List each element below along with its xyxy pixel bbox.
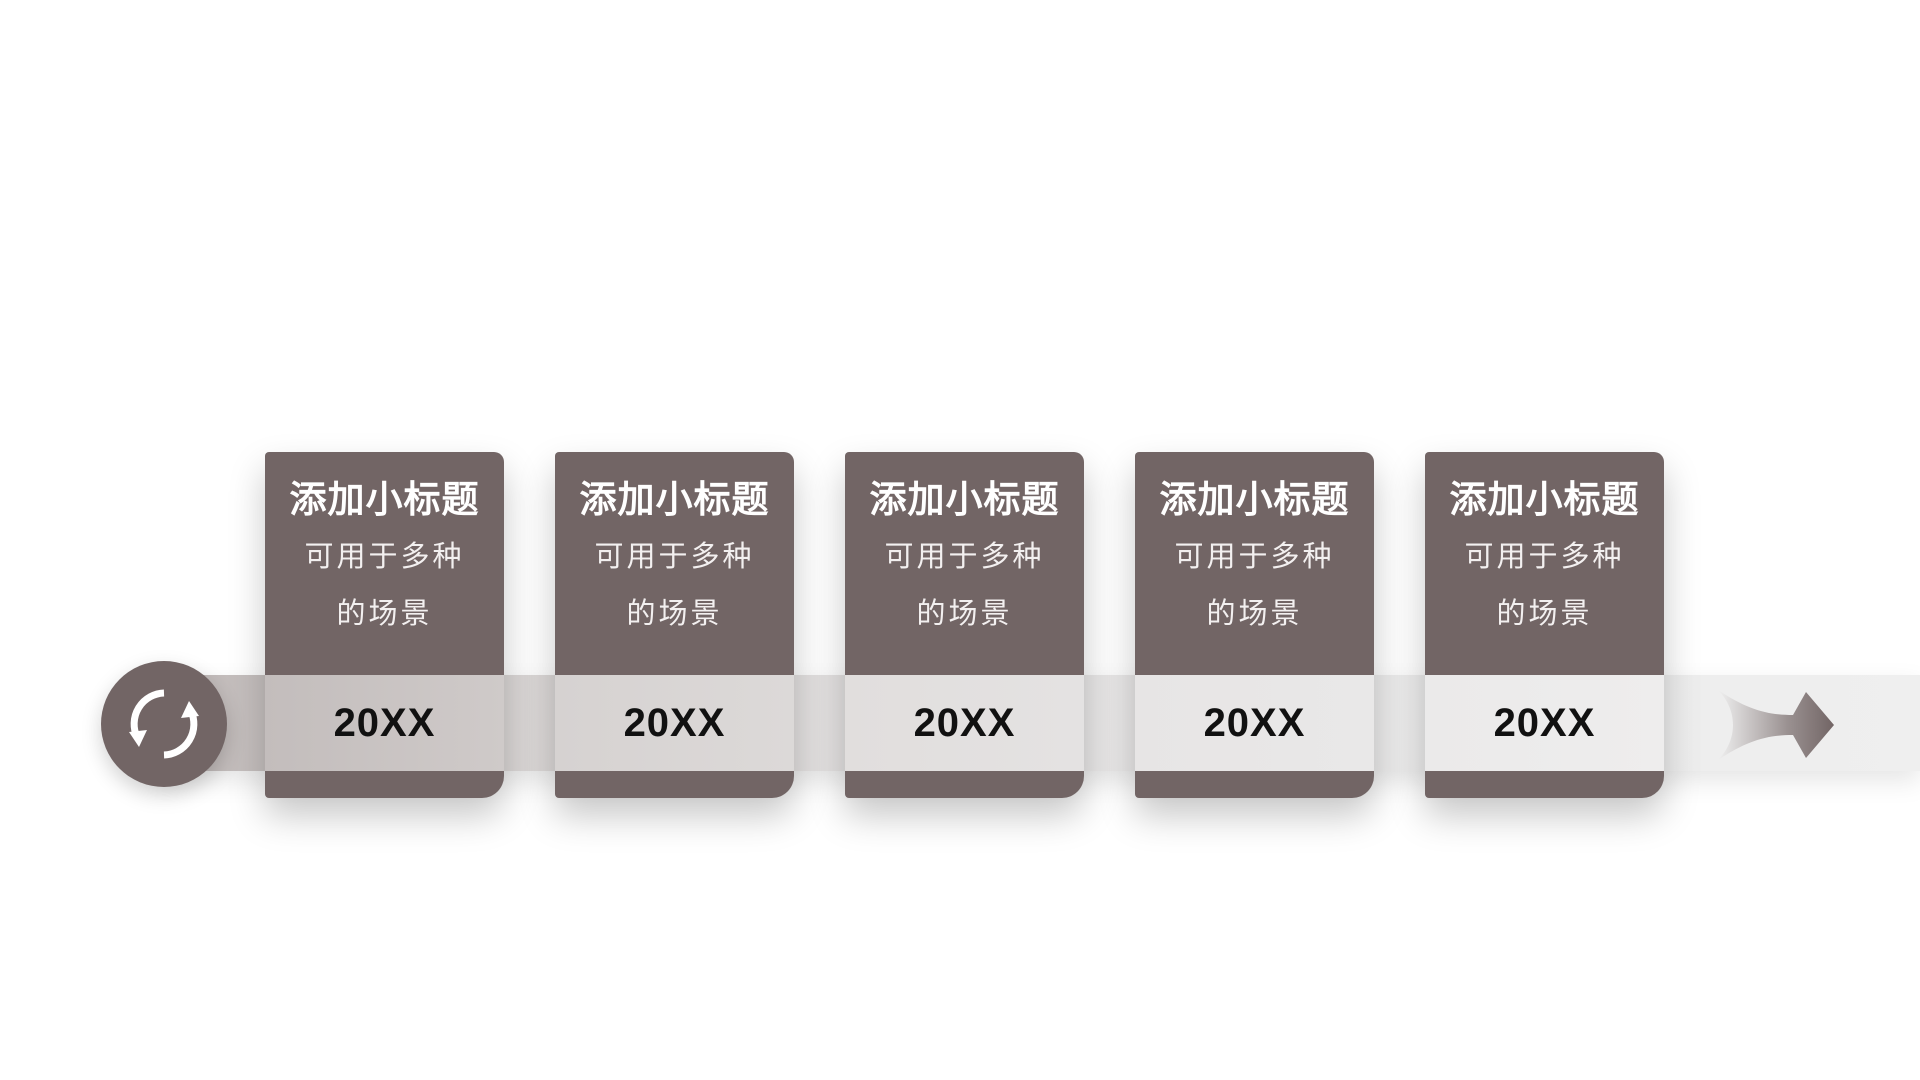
timeline-card: 添加小标题 可用于多种的场景 20XX — [265, 452, 504, 798]
card-band-overlay — [1425, 675, 1664, 771]
card-year: 20XX — [1493, 700, 1596, 745]
card-title: 添加小标题 — [289, 478, 480, 521]
card-content: 添加小标题 可用于多种的场景 — [265, 452, 504, 675]
timeline-card: 添加小标题 可用于多种的场景 20XX — [555, 452, 794, 798]
card-content: 添加小标题 可用于多种的场景 — [1135, 452, 1374, 675]
card-band-overlay — [1135, 675, 1374, 771]
card-band-overlay — [555, 675, 794, 771]
card-year-area: 20XX — [845, 675, 1084, 771]
card-year-area: 20XX — [265, 675, 504, 771]
card-description: 可用于多种的场景 — [1464, 539, 1625, 630]
card-title: 添加小标题 — [1159, 478, 1350, 521]
arrow-right-icon — [1718, 690, 1834, 760]
card-band-overlay — [845, 675, 1084, 771]
timeline-card: 添加小标题 可用于多种的场景 20XX — [1135, 452, 1374, 798]
card-year-area: 20XX — [555, 675, 794, 771]
card-year: 20XX — [913, 700, 1016, 745]
timeline-card: 添加小标题 可用于多种的场景 20XX — [845, 452, 1084, 798]
cycle-icon-circle — [101, 661, 227, 787]
card-year-area: 20XX — [1425, 675, 1664, 771]
timeline-card: 添加小标题 可用于多种的场景 20XX — [1425, 452, 1664, 798]
card-description: 可用于多种的场景 — [304, 539, 465, 630]
card-description: 可用于多种的场景 — [884, 539, 1045, 630]
card-title: 添加小标题 — [1449, 478, 1640, 521]
card-description: 可用于多种的场景 — [594, 539, 755, 630]
card-year: 20XX — [1203, 700, 1306, 745]
card-band-overlay — [265, 675, 504, 771]
card-description: 可用于多种的场景 — [1174, 539, 1335, 630]
card-content: 添加小标题 可用于多种的场景 — [845, 452, 1084, 675]
card-year: 20XX — [333, 700, 436, 745]
card-title: 添加小标题 — [579, 478, 770, 521]
card-year: 20XX — [623, 700, 726, 745]
card-title: 添加小标题 — [869, 478, 1060, 521]
card-content: 添加小标题 可用于多种的场景 — [1425, 452, 1664, 675]
refresh-cycle-icon — [129, 689, 199, 759]
card-year-area: 20XX — [1135, 675, 1374, 771]
card-content: 添加小标题 可用于多种的场景 — [555, 452, 794, 675]
